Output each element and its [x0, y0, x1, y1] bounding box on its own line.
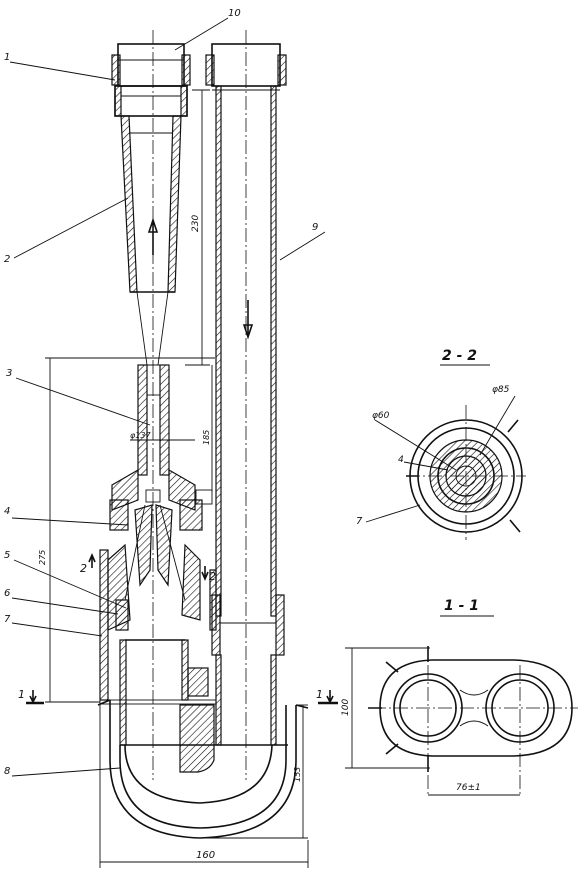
section-2-2: 2 - 2 φ60 φ85 4 7: [356, 348, 526, 540]
dim-phi85-text: φ85: [492, 385, 510, 395]
dim-phi137-text: φ137: [130, 431, 151, 440]
left-diffuser: [120, 115, 182, 366]
mixing-chamber: [99, 543, 217, 746]
u-bend: [97, 699, 309, 839]
dim-phi137: φ137: [130, 431, 195, 441]
item-10-label: 10: [228, 8, 241, 19]
item-9-label: 9: [312, 222, 318, 233]
dim-230: 230: [185, 89, 210, 366]
cut-2-left-label: 2: [80, 562, 87, 575]
item-3-label: 3: [6, 368, 12, 379]
nozzle-head: [109, 468, 213, 601]
item-4-label: 4: [4, 506, 10, 517]
section-1-1-title: 1 - 1: [444, 598, 479, 614]
dim-153: 153: [204, 704, 308, 839]
section-1-1: 1 - 1 100 76±1: [341, 598, 578, 796]
item-2-label: 2: [4, 254, 10, 265]
cut-1-markers: 1 1: [18, 688, 338, 705]
cut-1-left-label: 1: [18, 688, 25, 701]
item-1-label: 1: [4, 52, 10, 63]
left-pipe-coupling: [111, 43, 191, 117]
dim-275-text: 275: [38, 550, 47, 565]
dim-153-text: 153: [293, 767, 302, 782]
dim-100: 100: [341, 647, 430, 769]
dim-275: 275: [38, 357, 215, 703]
main-elevation-view: 230 185 φ137 275 153: [4, 8, 338, 868]
cut-1-right-label: 1: [316, 688, 323, 701]
dim-185-text: 185: [202, 430, 211, 445]
item-7-label: 7: [4, 614, 11, 625]
left-throat-pipe: [137, 364, 170, 476]
item-6-label: 6: [4, 588, 10, 599]
down-flow-arrow: [242, 300, 254, 340]
section-2-2-title: 2 - 2: [442, 348, 477, 364]
item-leaders: 1 10 2 3 4 5 6 7 8 9: [4, 8, 326, 777]
dim-230-text: 230: [191, 215, 201, 232]
dim-160-text: 160: [196, 850, 215, 861]
dim-100-text: 100: [341, 699, 351, 716]
dim-phi60-text: φ60: [372, 411, 390, 421]
section-2-2-item-4: 4: [398, 455, 404, 465]
item-8-label: 8: [4, 766, 10, 777]
section-2-2-item-7: 7: [356, 516, 363, 527]
item-5-label: 5: [4, 550, 10, 561]
cut-2-right-label: 2: [209, 570, 216, 583]
dim-185: 185: [202, 365, 213, 492]
dim-76: 76±1: [428, 783, 520, 796]
cut-2-markers: 2 2: [80, 552, 216, 583]
dim-160: 160: [99, 705, 309, 868]
dim-76-text: 76±1: [456, 783, 481, 793]
